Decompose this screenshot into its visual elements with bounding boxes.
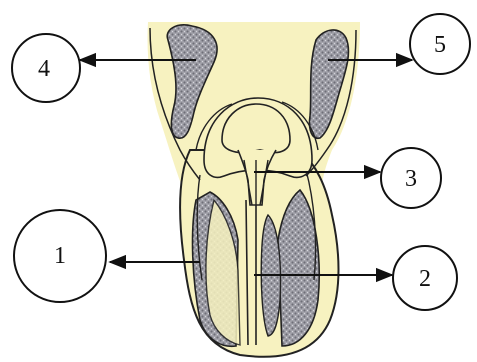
callout-5: 5	[410, 14, 470, 74]
callout-number-1: 1	[54, 243, 66, 269]
callout-3: 3	[381, 148, 441, 208]
callout-number-5: 5	[434, 32, 446, 58]
callout-4: 4	[12, 34, 80, 102]
callout-1: 1	[14, 210, 106, 302]
callout-number-2: 2	[419, 266, 431, 292]
callout-number-4: 4	[38, 56, 50, 82]
callout-2: 2	[393, 246, 457, 310]
callout-number-3: 3	[405, 166, 417, 192]
